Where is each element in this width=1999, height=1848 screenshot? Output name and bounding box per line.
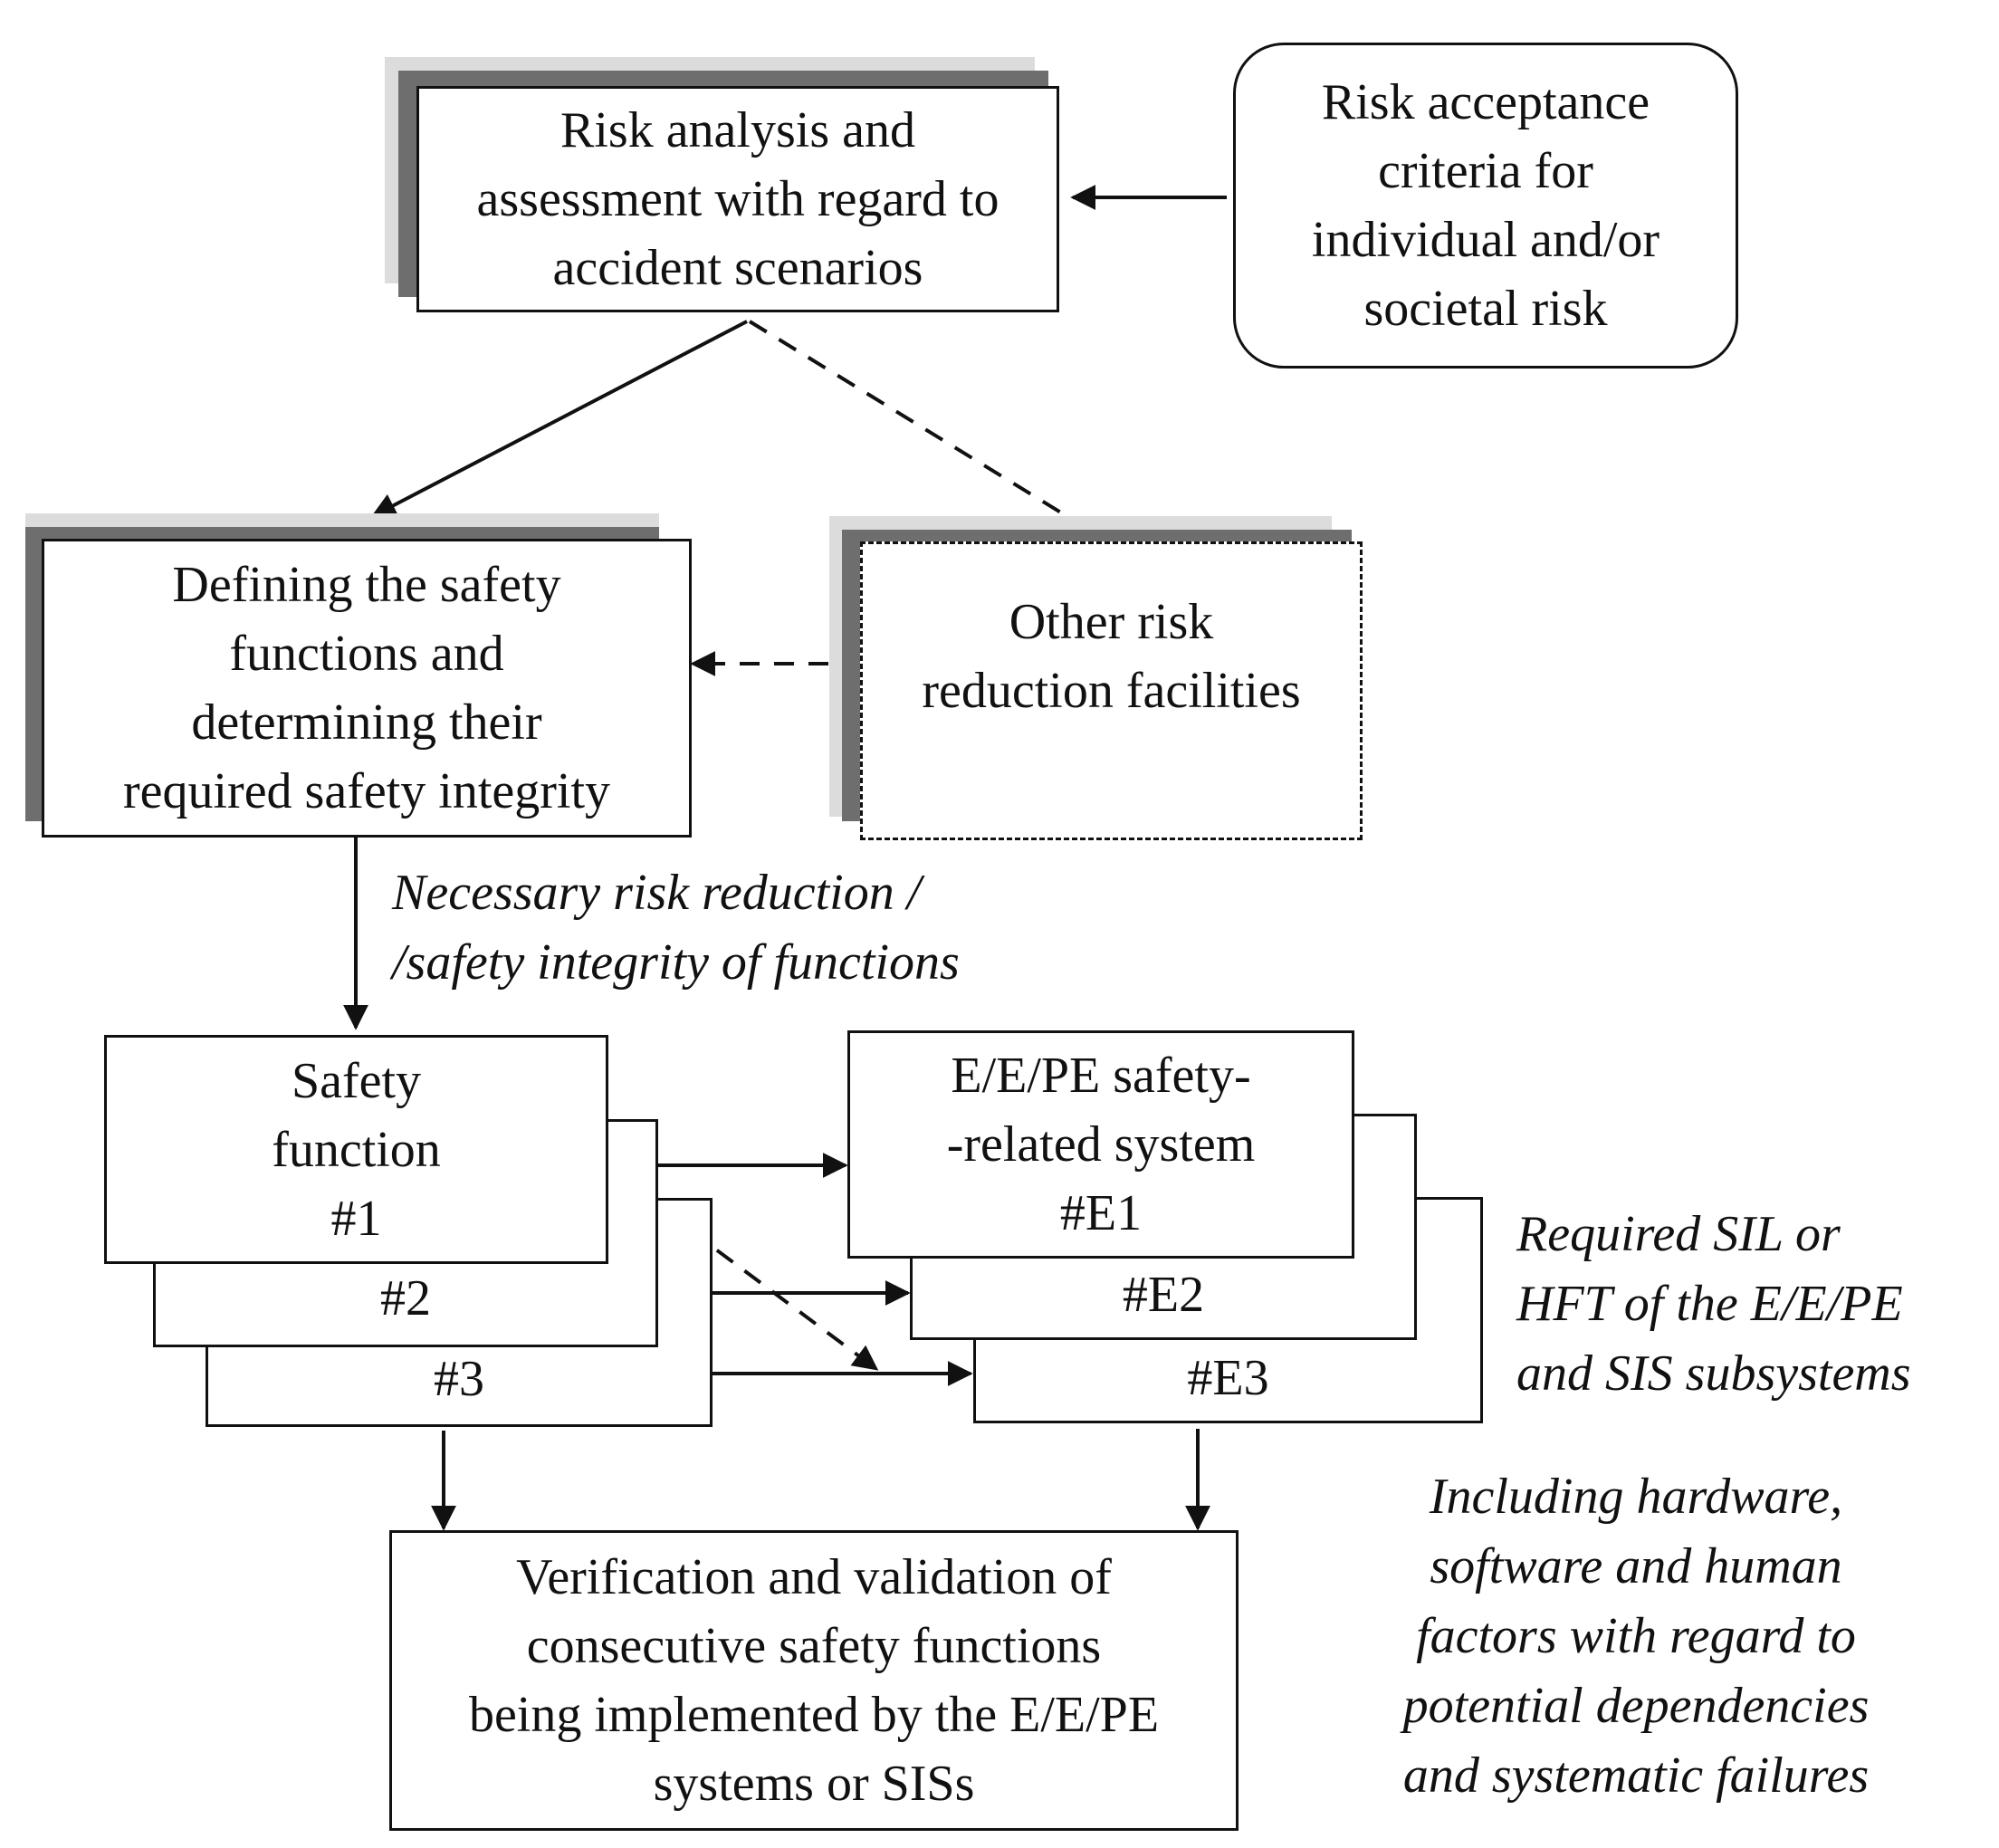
safety-function-3-label: #3 <box>434 1351 484 1407</box>
eepe-system-3-label: #E3 <box>1187 1350 1269 1406</box>
risk-acceptance-label: Risk acceptance criteria for individual … <box>1311 74 1660 337</box>
verification-label: Verification and validation of consecuti… <box>468 1549 1160 1812</box>
required-sil-note: Required SIL or HFT of the E/E/PE and SI… <box>1516 1206 1911 1402</box>
safety-function-1-label: Safety function #1 <box>272 1052 441 1247</box>
necessary-risk-note: Necessary risk reduction / /safety integ… <box>392 865 960 991</box>
eepe-system-2-label: #E2 <box>1122 1267 1205 1323</box>
defining-safety-box: Defining the safety functions and determ… <box>42 539 692 838</box>
eepe-system-1-box: E/E/PE safety- -related system #E1 <box>847 1030 1354 1259</box>
defining-safety-label: Defining the safety functions and determ… <box>122 557 610 819</box>
including-hardware-note: Including hardware, software and human f… <box>1402 1469 1870 1804</box>
arrow-analysis-to-defining <box>370 320 748 518</box>
risk-analysis-box: Risk analysis and assessment with regard… <box>416 86 1059 312</box>
risk-analysis-label: Risk analysis and assessment with regard… <box>476 102 1000 296</box>
safety-function-2-label: #2 <box>380 1270 431 1326</box>
other-risk-label: Other risk reduction facilities <box>922 594 1301 719</box>
other-risk-box: Other risk reduction facilities <box>860 541 1363 840</box>
dashed-arrow-sf1-to-e3 <box>605 1166 879 1371</box>
risk-acceptance-box: Risk acceptance criteria for individual … <box>1233 43 1738 369</box>
eepe-system-1-label: E/E/PE safety- -related system #E1 <box>946 1048 1256 1241</box>
safety-function-1-box: Safety function #1 <box>104 1035 608 1264</box>
dashed-line-analysis-to-other <box>748 320 1066 516</box>
verification-box: Verification and validation of consecuti… <box>389 1530 1239 1831</box>
